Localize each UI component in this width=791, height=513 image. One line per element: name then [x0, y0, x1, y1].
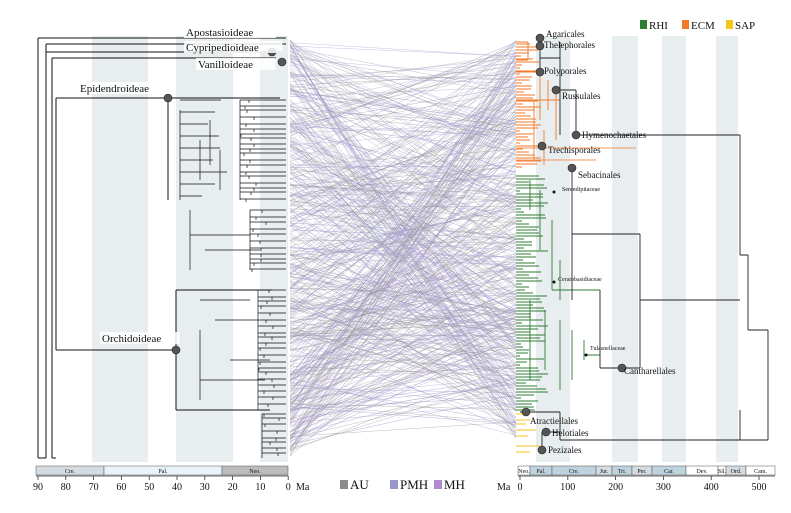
period-label: Sil.: [718, 469, 727, 475]
order-node-marker: [535, 41, 545, 51]
axis-tick-label: 500: [752, 482, 767, 493]
fungal-order-label: Helotiales: [552, 428, 589, 438]
legend-label: SAP: [735, 20, 755, 32]
period-label: Per.: [637, 469, 647, 475]
fungal-family-label: Serendipitaceae: [562, 187, 600, 193]
orchid-clade-labels: ApostasioideaeCypripedioideaeVanilloidea…: [78, 26, 287, 355]
order-node-marker: [535, 67, 545, 77]
fungal-family-label: Ceratobasidiaceae: [558, 277, 602, 283]
period-label: Car.: [664, 469, 674, 475]
axis-tick-label: 0: [518, 482, 523, 493]
axis-tick-label: 10: [255, 482, 265, 493]
axis-unit-label: Ma: [497, 482, 511, 493]
fungal-order-label: Hymenochaetales: [582, 130, 646, 140]
order-node-marker: [571, 130, 581, 140]
orchid-clade-label: Orchidoideae: [102, 333, 161, 345]
left-time-axis: Cre. Pal. Neo. 90 80 70 60 50 40 30 20 10 0 Ma: [33, 465, 310, 493]
legend-swatch: [640, 20, 647, 29]
axis-tick-label: 60: [116, 482, 126, 493]
axis-unit-label: Ma: [296, 482, 310, 493]
family-node-marker: [552, 280, 556, 284]
fungal-order-label: Sebacinales: [578, 170, 621, 180]
fungal-order-labels: AgaricalesThelephoralesPolyporalesRussul…: [521, 29, 676, 455]
period-label: Neo.: [249, 469, 261, 475]
axis-tick-label: 100: [560, 482, 575, 493]
legend-label: AU: [350, 477, 369, 492]
fungal-order-label: Trechisporales: [548, 145, 601, 155]
family-node-marker: [552, 190, 556, 194]
period-label: Dev.: [696, 469, 708, 475]
orchid-clade-label: Vanilloideae: [198, 59, 253, 71]
axis-tick-label: 70: [89, 482, 99, 493]
order-node-marker: [541, 427, 551, 437]
period-label: Pal.: [158, 469, 168, 475]
axis-tick-label: 300: [656, 482, 671, 493]
period-label: Pal.: [536, 469, 546, 475]
legend-swatch: [434, 480, 442, 489]
fungal-order-label: Atractiellales: [530, 416, 578, 426]
axis-tick-label: 400: [704, 482, 719, 493]
order-node-marker: [535, 33, 545, 43]
period-label: Ord.: [731, 469, 742, 475]
order-node-marker: [537, 445, 547, 455]
period-box: [745, 465, 776, 476]
clade-node-marker: [277, 57, 287, 67]
orchid-type-legend: AU PMH MH: [340, 477, 465, 492]
family-node-marker: [584, 353, 588, 357]
legend-label: ECM: [691, 20, 715, 32]
legend-swatch: [390, 480, 398, 489]
orchid-clade-label: Apostasioideae: [186, 27, 253, 39]
clade-node-marker: [171, 345, 181, 355]
legend-swatch: [340, 480, 348, 489]
fungal-order-label: Cantharellales: [624, 366, 676, 376]
right-time-axis: Neo. Pal. Cre. Jur. Tri. Per. Car. Dev. Sil. Ord.…: [497, 465, 776, 493]
fungal-order-label: Polyporales: [544, 66, 587, 76]
legend-label: PMH: [400, 477, 428, 492]
axis-tick-label: 40: [172, 482, 182, 493]
legend-swatch: [682, 20, 689, 29]
period-label: Cam.: [754, 469, 767, 475]
axis-tick-label: 30: [200, 482, 210, 493]
axis-tick-label: 80: [61, 482, 71, 493]
period-label: Tri.: [618, 469, 627, 475]
fungal-family-label: Tulasnellaceae: [590, 346, 626, 352]
period-label: Neo.: [518, 469, 530, 475]
order-node-marker: [567, 163, 577, 173]
fungal-order-label: Agaricales: [546, 29, 585, 39]
legend-label: MH: [444, 477, 465, 492]
fungal-order-label: Russulales: [562, 91, 601, 101]
trophic-legend: RHI ECM SAP: [640, 20, 755, 32]
period-box: [221, 465, 289, 476]
association-links: [289, 39, 517, 457]
orchid-clade-label: Epidendroideae: [80, 83, 149, 95]
order-node-marker: [551, 85, 561, 95]
period-label: Cre.: [65, 469, 76, 475]
axis-tick-label: 90: [33, 482, 43, 493]
legend-label: RHI: [649, 20, 668, 32]
order-node-marker: [521, 407, 531, 417]
left-time-stripes: [92, 36, 288, 462]
orchid-clade-label: Cypripedioideae: [186, 42, 259, 54]
order-node-marker: [617, 363, 627, 373]
axis-tick-label: 0: [286, 482, 291, 493]
fungal-order-label: Thelephorales: [544, 40, 595, 50]
period-label: Cre.: [569, 469, 580, 475]
clade-node-marker: [163, 93, 173, 103]
legend-swatch: [726, 20, 733, 29]
axis-tick-label: 50: [144, 482, 154, 493]
right-time-stripes: [536, 36, 738, 462]
axis-tick-label: 200: [608, 482, 623, 493]
axis-tick-label: 20: [228, 482, 238, 493]
orchid-phylogeny-tips: [179, 99, 286, 458]
order-node-marker: [537, 141, 547, 151]
fungal-order-label: Pezizales: [548, 445, 582, 455]
period-label: Jur.: [600, 469, 609, 475]
